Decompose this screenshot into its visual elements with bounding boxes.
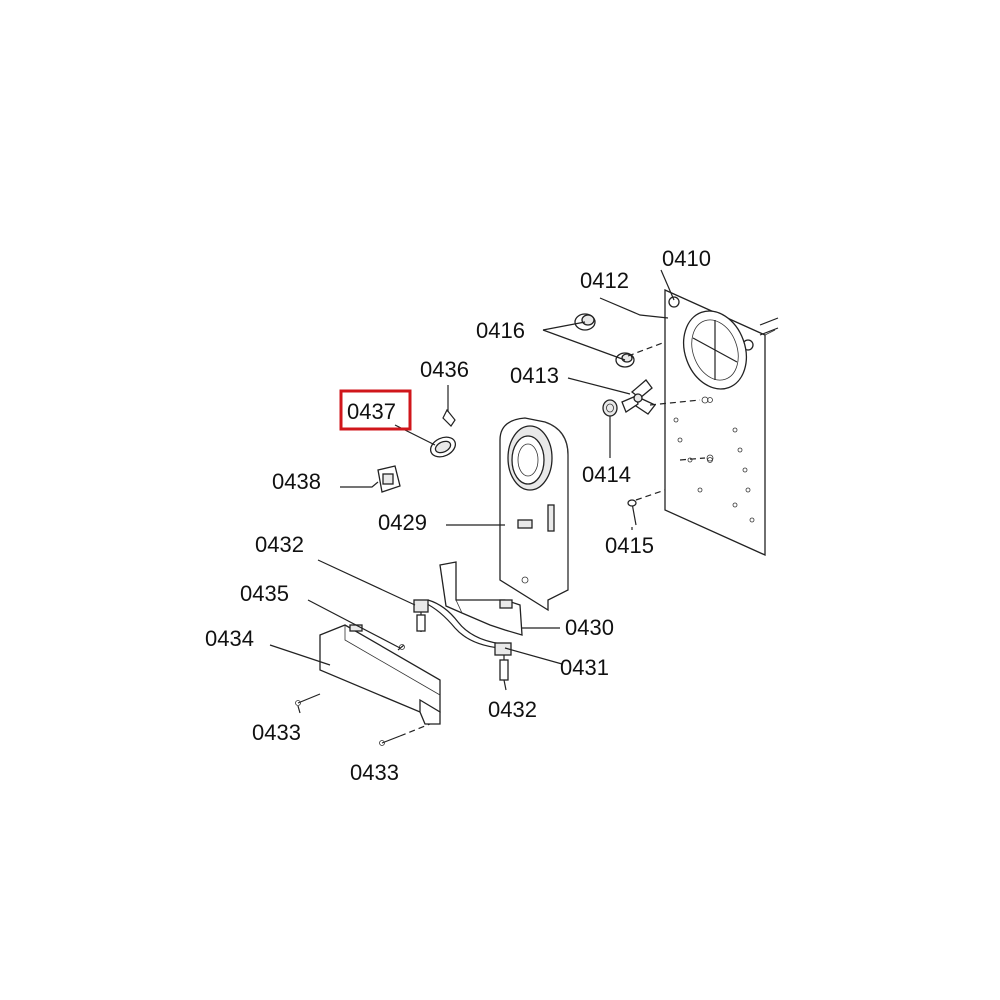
switch-0438: [377, 465, 401, 493]
label-0410: 0410: [662, 246, 711, 271]
label-0433-left: 0433: [252, 720, 301, 745]
screw-0433-right: [379, 723, 431, 746]
label-0434: 0434: [205, 626, 254, 651]
connector-0432-upper: [413, 599, 429, 632]
label-0430: 0430: [565, 615, 614, 640]
label-0412: 0412: [580, 268, 629, 293]
label-0429: 0429: [378, 510, 427, 535]
screw-0435: [397, 644, 405, 651]
label-0416: 0416: [476, 318, 525, 343]
label-0413: 0413: [510, 363, 559, 388]
label-0414: 0414: [582, 462, 631, 487]
bushing-0414: [602, 399, 618, 417]
lamp-0437: [429, 436, 457, 458]
back-panel-0410: [664, 288, 779, 557]
clip-0436: [442, 408, 456, 427]
label-0436: 0436: [420, 357, 469, 382]
label-0432-upper: 0432: [255, 532, 304, 557]
screw-0415: [627, 489, 666, 526]
label-0432-lower: 0432: [488, 697, 537, 722]
fan-housing-0429: [499, 417, 569, 612]
bracket-0430: [439, 561, 523, 636]
screws-panel: [649, 396, 714, 462]
label-0431: 0431: [560, 655, 609, 680]
cover-0434: [319, 624, 441, 725]
label-0435: 0435: [240, 581, 289, 606]
label-0438: 0438: [272, 469, 321, 494]
leader-lines: [269, 269, 675, 714]
screw-0433-left: [295, 693, 321, 706]
wire-harness-0431: [424, 599, 503, 649]
fan-blade-0413: [621, 379, 657, 415]
label-0433-right: 0433: [350, 760, 399, 785]
label-0437: 0437: [347, 399, 396, 424]
label-0415: 0415: [605, 533, 654, 558]
connector-0432-lower: [494, 642, 512, 681]
highlight-box-0437: [339, 389, 412, 431]
